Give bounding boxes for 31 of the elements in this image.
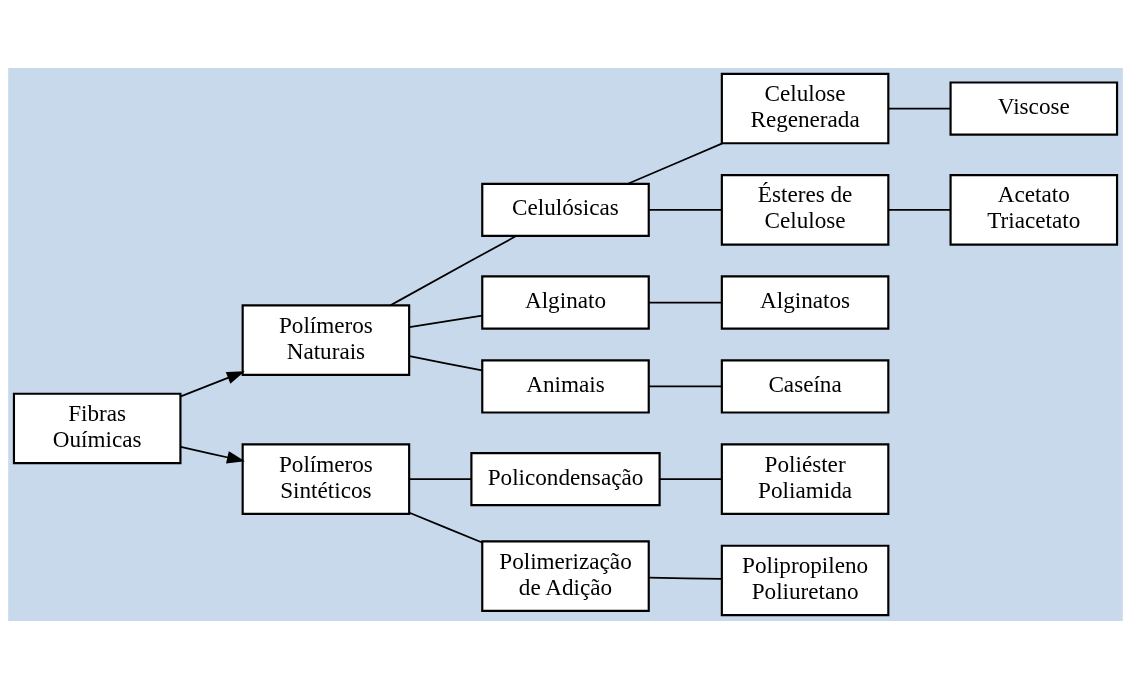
node-box: Alginato	[481, 274, 650, 330]
connector	[627, 141, 724, 185]
node-box: Viscose	[949, 80, 1119, 136]
connector	[408, 314, 483, 328]
node-box: Policondensação	[470, 451, 661, 506]
connector	[408, 511, 483, 543]
connector	[648, 576, 723, 580]
connector	[648, 301, 723, 303]
node-box: Acetato Triacetato	[949, 173, 1119, 246]
connector	[389, 234, 517, 306]
node-box: Polimerização de Adição	[481, 539, 650, 612]
node-box: Fibras Ouímicas	[12, 392, 182, 464]
node-box: Polímeros Sintéticos	[241, 442, 411, 515]
connector	[887, 107, 952, 109]
arrow	[179, 370, 245, 397]
node-box: Alginatos	[720, 274, 890, 330]
connector	[648, 385, 723, 387]
connector	[408, 477, 472, 480]
node-box: Celulose Regenerada	[720, 72, 890, 144]
connector	[658, 477, 723, 480]
node-box: Polipropileno Poliuretano	[720, 544, 890, 616]
node-box: Poliéster Poliamida	[720, 442, 890, 515]
connector	[648, 208, 723, 211]
connector	[408, 354, 483, 371]
node-box: Animais	[481, 358, 650, 414]
connector	[887, 208, 952, 211]
node-box: Caseína	[720, 358, 890, 414]
arrow	[179, 445, 245, 463]
node-box: Polímeros Naturais	[241, 303, 411, 376]
node-box: Ésteres de Celulose	[720, 173, 890, 246]
node-box: Celulósicas	[481, 182, 650, 237]
